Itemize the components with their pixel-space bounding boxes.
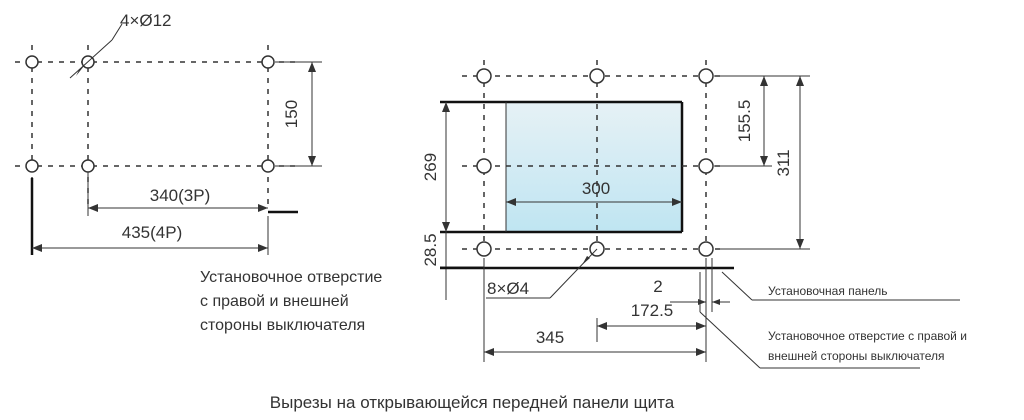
right-hole-label: 8×Ø4	[487, 279, 529, 298]
dim-2: 2	[653, 277, 662, 296]
dim-340: 340(3P)	[150, 186, 210, 205]
left-view: 4×Ø12 150 340(3P) 435(4P) Установочное о…	[15, 11, 382, 334]
figure-caption: Вырезы на открывающейся передней панели …	[270, 393, 675, 412]
dim-172-5: 172.5	[631, 301, 674, 320]
hole-left-bottom-inner	[81, 159, 95, 173]
right-view: 269 28.5 300 155.5 311 8×Ø4	[421, 60, 967, 369]
panel-cutout	[506, 102, 682, 232]
hole-right-6	[476, 241, 492, 257]
callout-panel: Установочная панель	[768, 284, 888, 298]
hole-left-top-outer	[25, 55, 39, 69]
left-note-line-1: Установочное отверстие	[200, 269, 382, 286]
left-note-line-3: стороны выключателя	[200, 317, 365, 334]
hole-right-2	[589, 68, 605, 84]
hole-left-top-right	[261, 55, 275, 69]
hole-right-4	[476, 158, 492, 174]
dim-150: 150	[282, 100, 301, 128]
hole-right-8	[698, 241, 714, 257]
hole-left-bottom-outer	[25, 159, 39, 173]
dim-300: 300	[582, 179, 610, 198]
hole-right-5	[698, 158, 714, 174]
hole-left-bottom-right	[261, 159, 275, 173]
hole-right-1	[476, 68, 492, 84]
left-hole-label: 4×Ø12	[120, 11, 172, 30]
hole-right-3	[698, 68, 714, 84]
left-note-line-2: с правой и внешней	[200, 293, 349, 310]
callout-hole-line-2: внешней стороны выключателя	[768, 349, 945, 363]
dim-269: 269	[421, 153, 440, 181]
dim-311: 311	[774, 149, 793, 176]
dim-435: 435(4P)	[122, 223, 182, 242]
dim-155-5: 155.5	[735, 100, 754, 143]
callout-hole-line-1: Установочное отверстие с правой и	[768, 329, 967, 343]
dim-28-5: 28.5	[421, 233, 440, 266]
dim-345: 345	[536, 328, 564, 347]
